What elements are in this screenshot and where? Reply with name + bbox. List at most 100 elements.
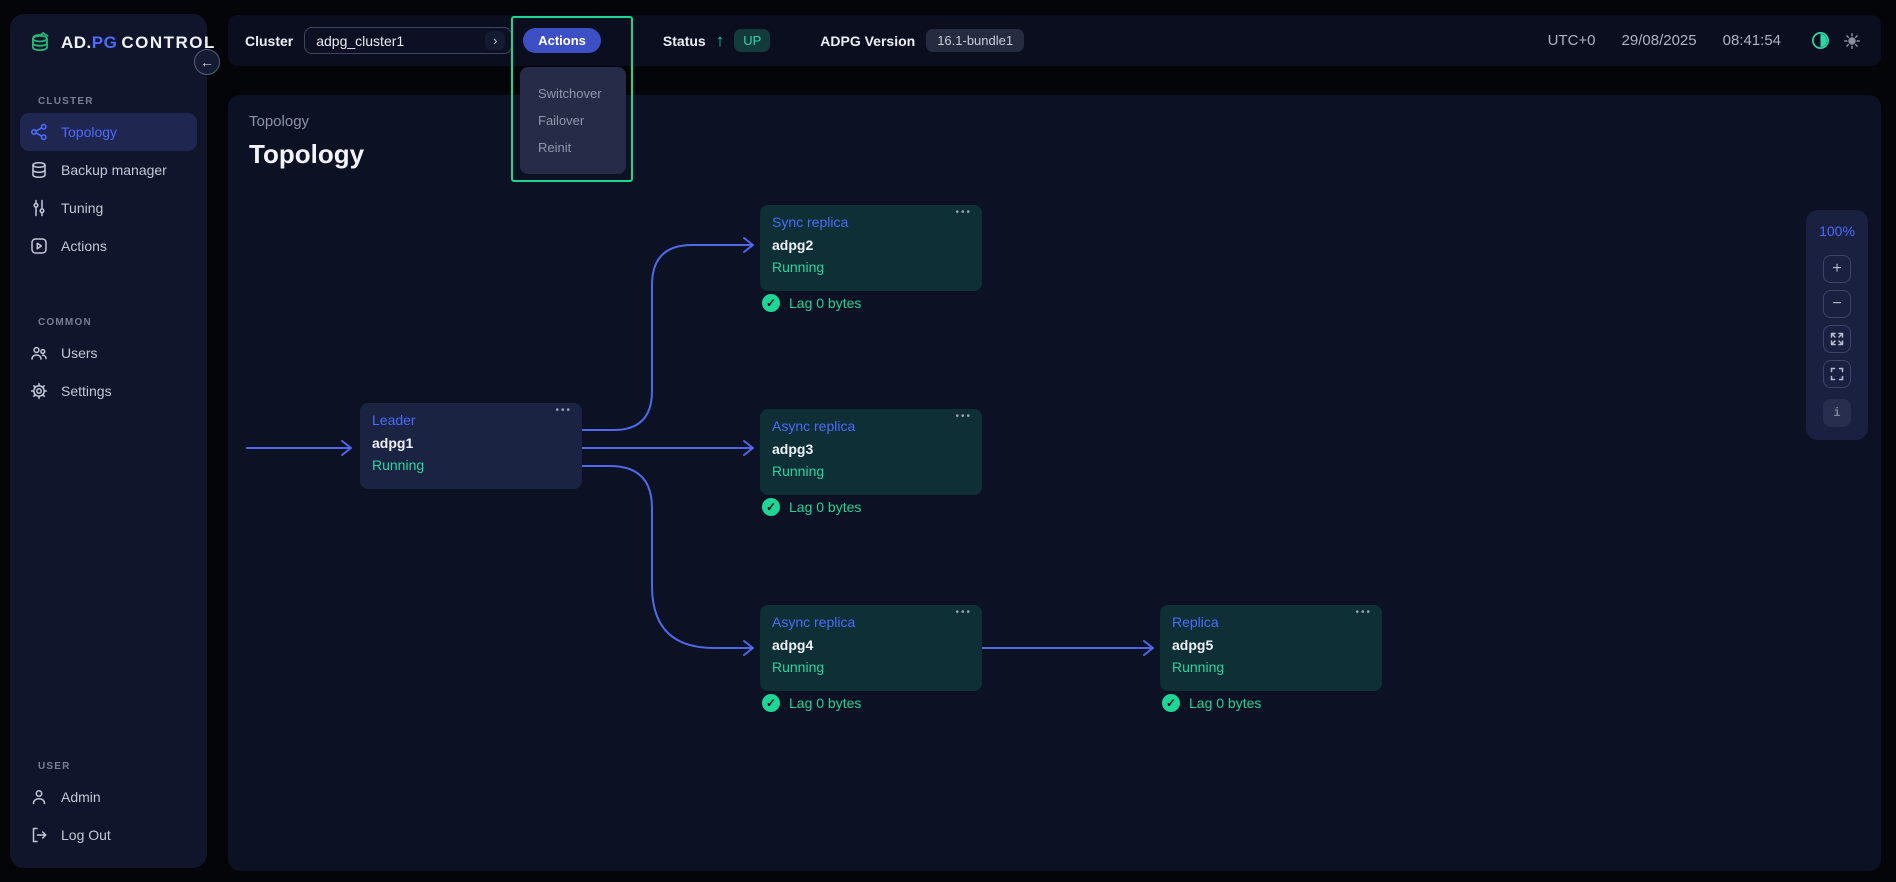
cluster-select-value: adpg_cluster1 [316,32,405,49]
cluster-label: Cluster [245,32,294,49]
sidebar-item-settings[interactable]: Settings [20,372,197,410]
check-circle-icon: ✓ [762,694,780,712]
sliders-icon [30,199,48,217]
page-title: Topology [249,139,365,169]
sidebar-item-users[interactable]: Users [20,334,197,372]
node-menu-dots-icon[interactable]: ••• [955,207,972,218]
sidebar-item-label: Admin [61,789,101,805]
plus-icon: + [1832,260,1842,277]
sidebar-item-label: Topology [61,124,118,140]
sidebar-item-label: Actions [61,238,107,254]
topology-node-adpg2[interactable]: Sync replica adpg2 Running ••• [760,205,982,291]
check-circle-icon: ✓ [762,294,780,312]
sidebar-item-label: Tuning [61,200,104,216]
sidebar-item-backup-manager[interactable]: Backup manager [20,151,197,189]
status-badge: UP [734,29,771,52]
arrow-left-icon: ← [200,54,214,70]
actions-dropdown-menu: Switchover Failover Reinit [520,67,626,174]
lag-text: Lag 0 bytes [789,295,862,311]
time-text: 08:41:54 [1722,32,1781,49]
version-label: ADPG Version [820,32,916,49]
topology-icon [30,123,48,141]
sidebar-item-logout[interactable]: Log Out [20,816,197,854]
timezone-text: UTC+0 [1547,32,1596,49]
info-icon: i [1833,406,1841,420]
node-menu-dots-icon[interactable]: ••• [955,411,972,422]
node-name: adpg4 [772,637,814,653]
node-menu-dots-icon[interactable]: ••• [955,607,972,618]
node-name: adpg2 [772,237,814,253]
sidebar-item-actions[interactable]: Actions [20,227,197,265]
topology-node-adpg4[interactable]: Async replica adpg4 Running ••• [760,605,982,691]
zoom-in-button[interactable]: + [1823,255,1851,283]
fullscreen-button[interactable] [1823,360,1851,388]
node-name: adpg3 [772,441,814,457]
database-logo-icon [28,30,54,56]
sidebar-item-label: Backup manager [61,162,167,178]
dark-theme-toggle-icon[interactable] [1811,31,1830,50]
node-role: Async replica [772,614,856,630]
menu-item-failover[interactable]: Failover [538,113,585,128]
topology-node-adpg1[interactable]: Leader adpg1 Running ••• [360,403,582,489]
expand-arrows-icon [1830,332,1844,346]
main-panel: Topology Topology Leader adpg1 Running •… [228,95,1881,871]
topology-node-adpg3[interactable]: Async replica adpg3 Running ••• [760,409,982,495]
node-status: Running [772,259,825,275]
check-circle-icon: ✓ [1162,694,1180,712]
lag-indicator-adpg4: ✓ Lag 0 bytes [762,694,861,712]
node-status: Running [372,457,425,473]
node-name: adpg1 [372,435,414,451]
date-text: 29/08/2025 [1621,32,1697,49]
user-icon [30,788,48,806]
node-role: Sync replica [772,214,849,230]
status-up-arrow-icon: ↑ [715,30,725,50]
fullscreen-corners-icon [1830,367,1844,381]
canvas-controls-panel: 100% + − i [1806,210,1868,440]
check-circle-icon: ✓ [762,498,780,516]
lag-indicator-adpg3: ✓ Lag 0 bytes [762,498,861,516]
version-badge: 16.1-bundle1 [926,29,1025,52]
lag-text: Lag 0 bytes [789,499,862,515]
node-menu-dots-icon[interactable]: ••• [1355,607,1372,618]
node-menu-dots-icon[interactable]: ••• [555,405,572,416]
sidebar-item-admin[interactable]: Admin [20,778,197,816]
node-status: Running [1172,659,1225,675]
database-icon [30,161,48,179]
zoom-out-button[interactable]: − [1823,290,1851,318]
sidebar-collapse-button[interactable]: ← [194,49,220,75]
section-label-common: COMMON [38,317,92,328]
sidebar-item-label: Log Out [61,827,111,843]
info-button[interactable]: i [1823,399,1851,427]
gear-icon [30,382,48,400]
users-icon [30,344,48,362]
sidebar-item-label: Users [61,345,98,361]
minus-icon: − [1832,295,1842,312]
sidebar-item-tuning[interactable]: Tuning [20,189,197,227]
section-label-cluster: CLUSTER [38,96,94,107]
topology-node-adpg5[interactable]: Replica adpg5 Running ••• [1160,605,1382,691]
sidebar-item-label: Settings [61,383,112,399]
sidebar-item-topology[interactable]: Topology [20,113,197,151]
logout-icon [30,826,48,844]
breadcrumb: Topology [249,113,310,130]
cluster-select[interactable]: adpg_cluster1 › [304,27,513,54]
section-label-user: USER [38,761,71,772]
actions-button[interactable]: Actions [523,28,601,53]
status-label: Status [662,32,706,49]
fit-view-button[interactable] [1823,325,1851,353]
node-role: Replica [1172,614,1219,630]
node-status: Running [772,463,825,479]
menu-item-switchover[interactable]: Switchover [538,86,602,101]
topbar: Cluster adpg_cluster1 › Actions Status ↑… [228,15,1881,66]
light-theme-toggle-icon[interactable] [1843,32,1861,50]
lag-indicator-adpg2: ✓ Lag 0 bytes [762,294,861,312]
node-name: adpg5 [1172,637,1214,653]
zoom-level-text: 100% [1819,223,1855,239]
menu-item-reinit[interactable]: Reinit [538,140,572,155]
lag-indicator-adpg5: ✓ Lag 0 bytes [1162,694,1261,712]
node-status: Running [772,659,825,675]
play-square-icon [30,237,48,255]
